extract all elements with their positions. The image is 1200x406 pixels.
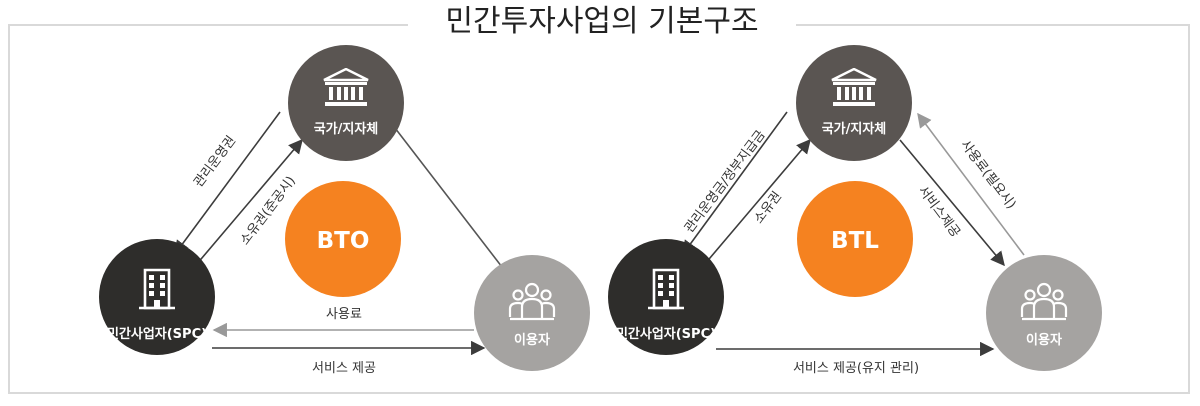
bto-diagram: 관리운영권 소유권(준공시) 사용료 서비스 제공 BTO 국가/지자체 민간사… [99,45,590,376]
btl-label-service-gov: 서비스제공 [915,183,963,240]
btl-arrow-usage-fee [917,112,1025,256]
btl-label-service: 서비스 제공(유지 관리) [793,361,919,376]
btl-user-label: 이용자 [1026,332,1062,348]
bto-government-label: 국가/지자체 [314,122,379,137]
bto-node-government: 국가/지자체 [288,45,404,161]
bto-line-gov-user [394,127,503,268]
btl-diagram: 관리운영금/정부지급금 소유권 서비스제공 사용료(필요시) 서비스 제공(유지… [608,45,1102,376]
page-title: 민간투자사업의 기본구조 [408,2,796,42]
btl-center-circle [797,181,913,297]
bto-user-label: 이용자 [514,332,550,348]
bto-arrow-ownership [195,138,303,266]
btl-label-usage-fee: 사용료(필요시) [957,138,1018,212]
btl-node-government: 국가/지자체 [796,45,912,161]
btl-node-private: 민간사업자(SPC) [608,239,724,355]
btl-node-user: 이용자 [986,255,1102,371]
bto-label-usage-fee: 사용료 [326,307,362,322]
btl-center-label: BTL [831,228,879,254]
bto-center-label: BTO [317,228,370,254]
bto-label-service: 서비스 제공 [312,361,376,376]
bto-node-user: 이용자 [474,255,590,371]
bto-arrow-mgmt [174,111,281,256]
bto-node-private: 민간사업자(SPC) [99,239,215,355]
btl-arrow-mgmt [682,111,788,256]
bto-label-mgmt: 관리운영권 [191,133,239,190]
btl-arrow-ownership [703,138,811,266]
btl-government-label: 국가/지자체 [822,122,887,137]
btl-arrow-service-gov [899,139,1005,267]
bto-center-circle [285,181,401,297]
btl-label-ownership: 소유권 [751,189,785,227]
bto-private-label: 민간사업자(SPC) [107,326,207,342]
btl-private-label: 민간사업자(SPC) [616,326,716,342]
